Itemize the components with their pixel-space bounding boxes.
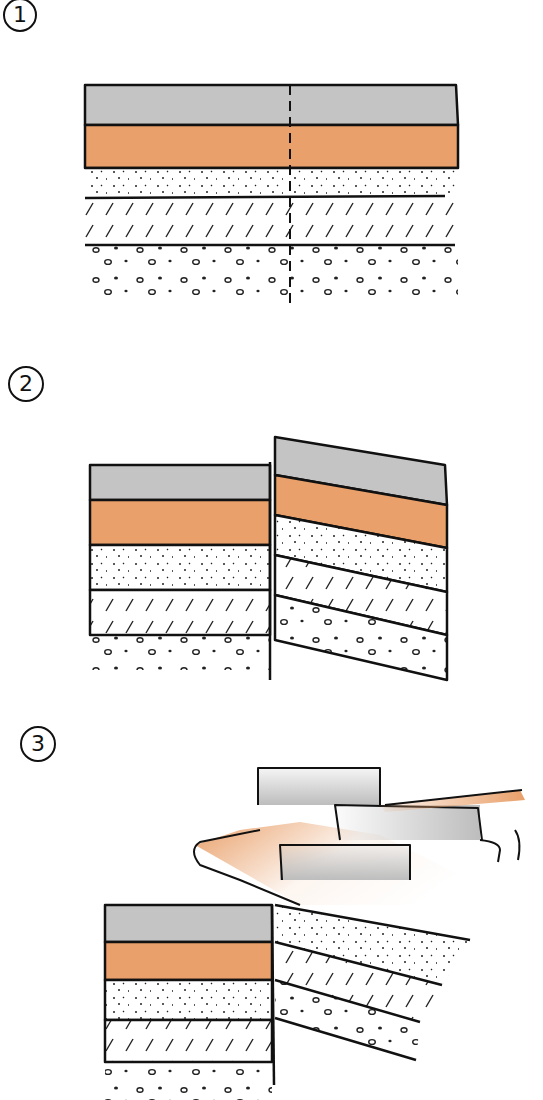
callout-number: 2	[19, 373, 33, 395]
callout-number: 1	[13, 4, 27, 26]
callout-number: 3	[31, 733, 45, 755]
